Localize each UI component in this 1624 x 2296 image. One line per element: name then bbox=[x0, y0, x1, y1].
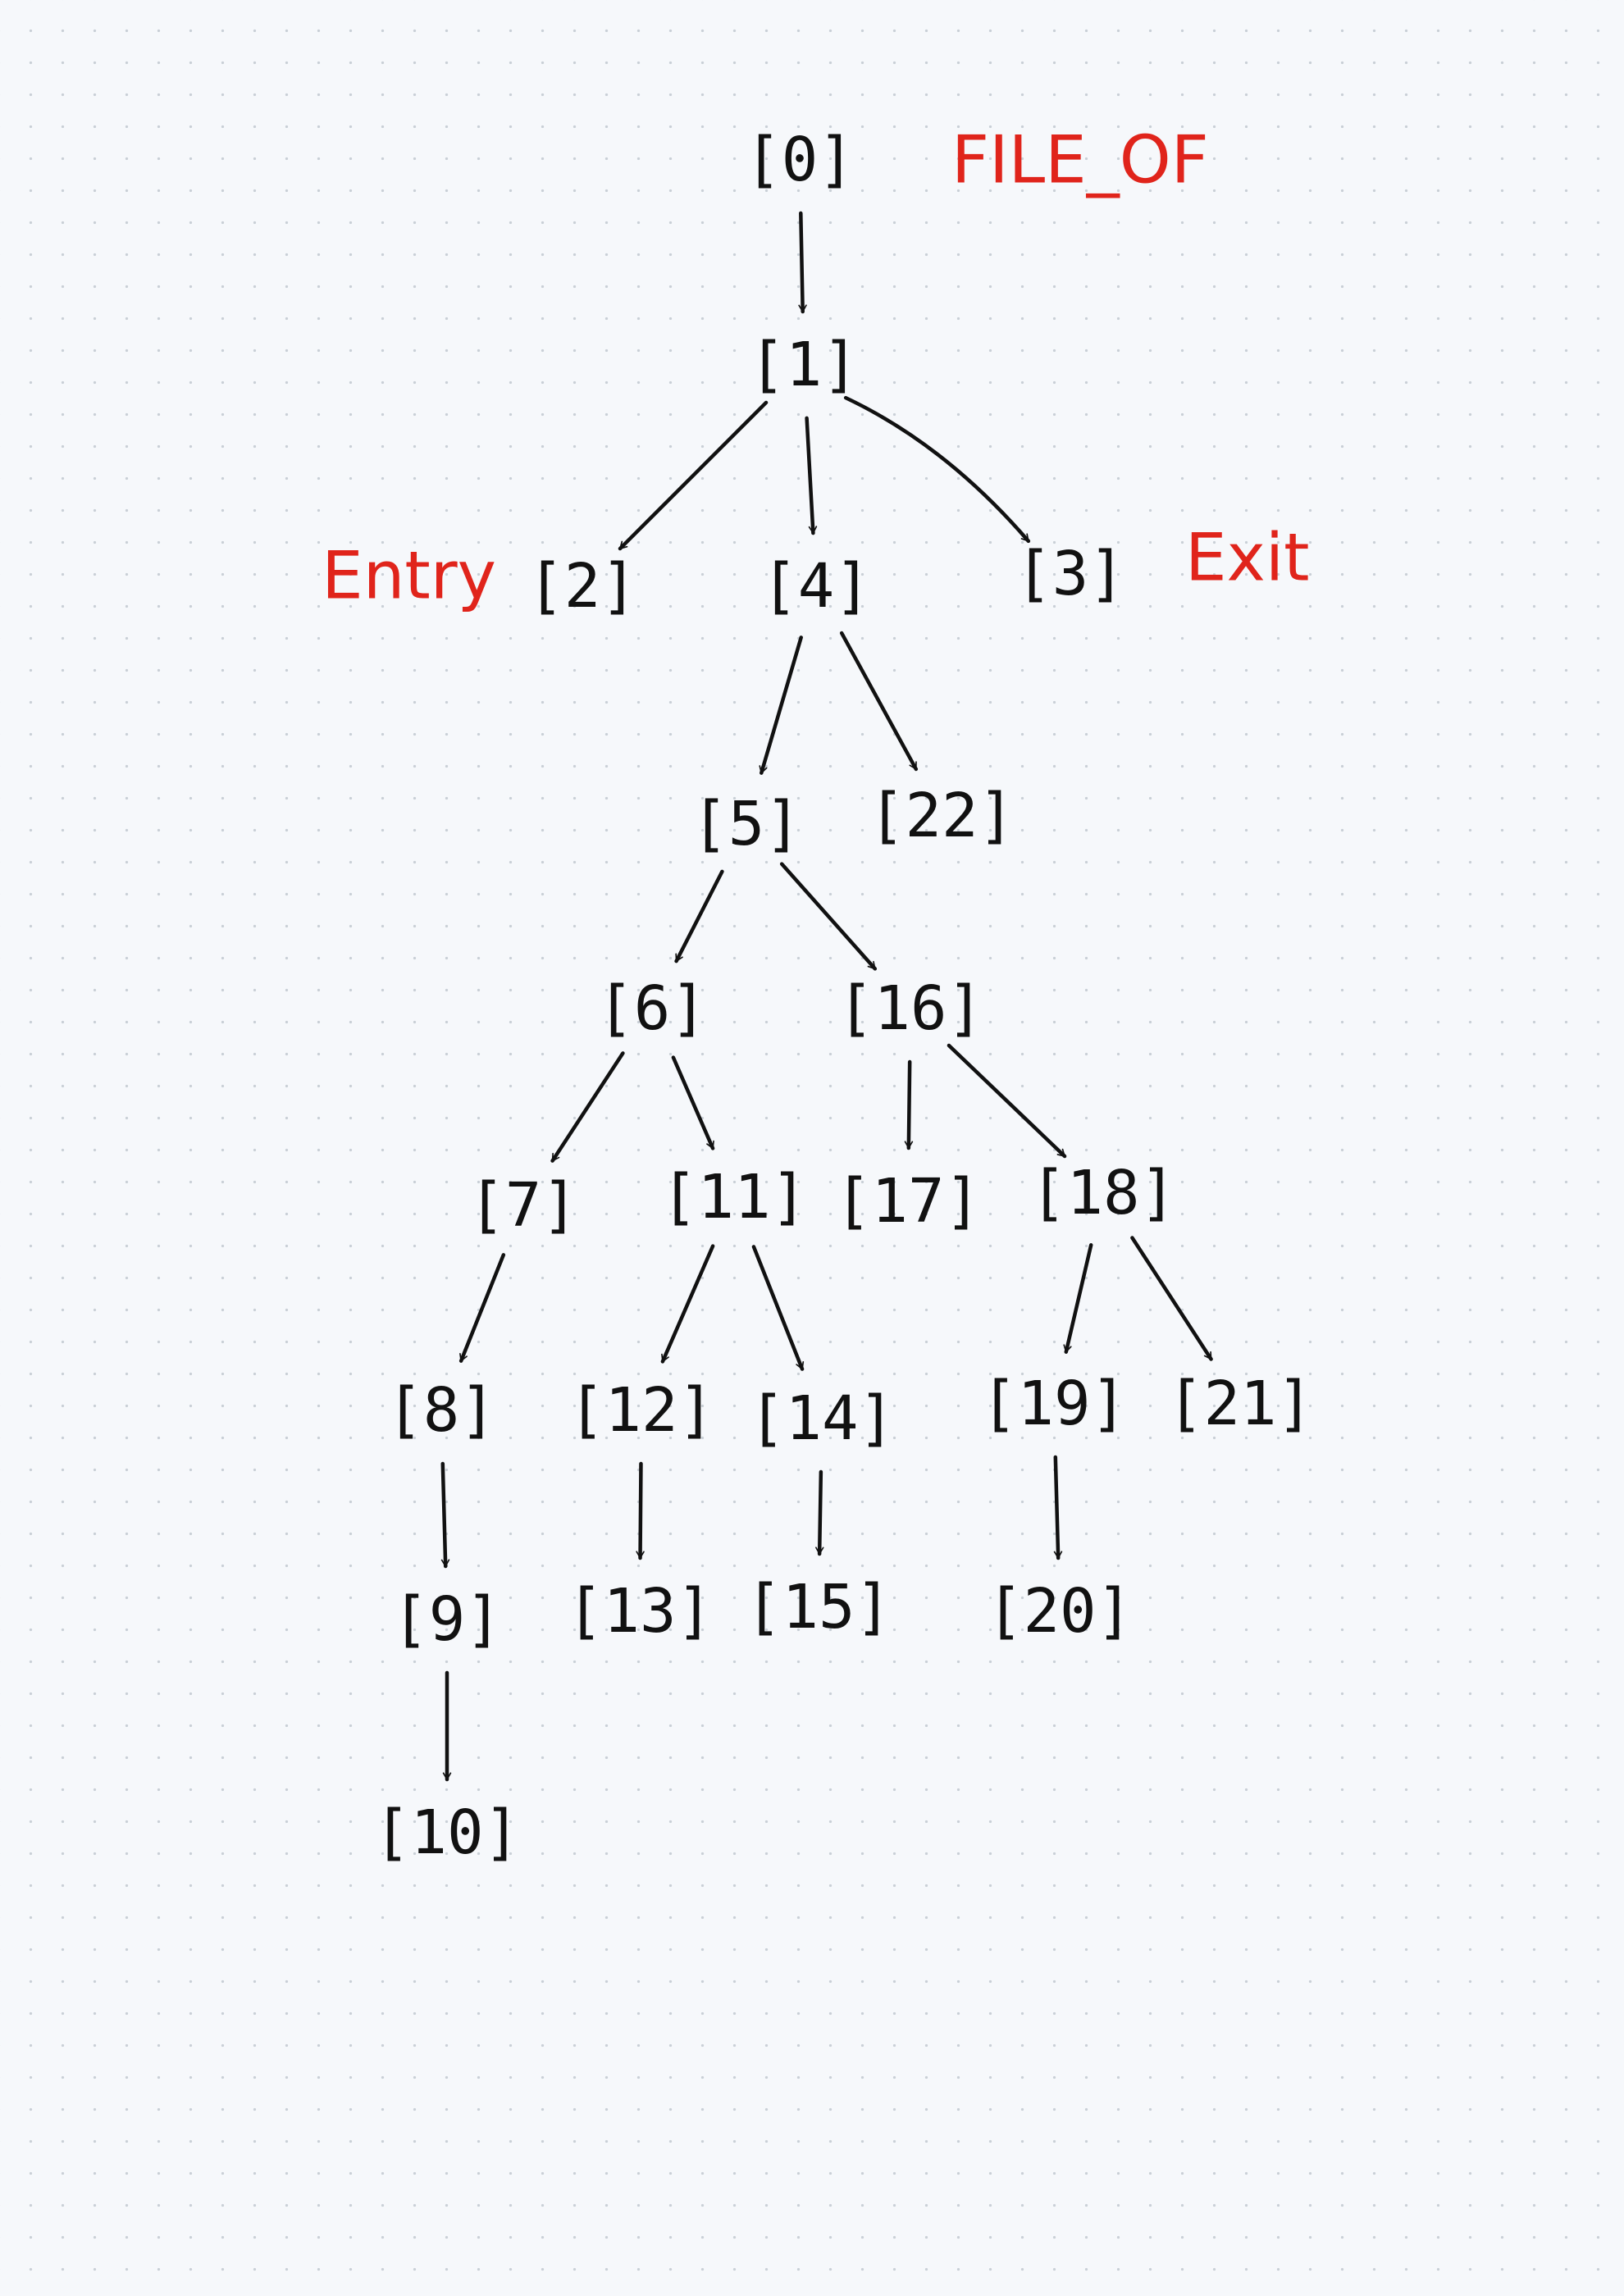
edge-5-to-6 bbox=[674, 869, 724, 963]
edge-11-to-14 bbox=[751, 1245, 805, 1371]
node-7: [7] bbox=[468, 1170, 578, 1241]
edges-layer bbox=[440, 211, 1213, 1782]
nodes-layer: [0] [1] [2] [3] [4] [5] [6] [7] [8] [9] [10] [11] [1… bbox=[374, 125, 1313, 1868]
node-19: [19] bbox=[981, 1369, 1127, 1439]
edge-6-to-11 bbox=[671, 1055, 715, 1150]
edge-18-to-19 bbox=[1063, 1243, 1093, 1354]
node-1: [1] bbox=[749, 330, 859, 400]
edge-4-to-5 bbox=[759, 636, 803, 775]
annotation-file-of: FILE_OF bbox=[951, 122, 1209, 198]
node-12: [12] bbox=[568, 1375, 714, 1446]
node-22: [22] bbox=[869, 781, 1015, 851]
node-16: [16] bbox=[837, 973, 983, 1044]
edge-1-to-2 bbox=[618, 400, 769, 551]
edge-6-to-7 bbox=[550, 1051, 625, 1163]
edge-4-to-22 bbox=[839, 631, 919, 772]
node-8: [8] bbox=[386, 1375, 496, 1446]
edge-11-to-12 bbox=[660, 1244, 715, 1364]
node-5: [5] bbox=[691, 789, 801, 859]
edge-18-to-21 bbox=[1130, 1236, 1213, 1361]
node-10: [10] bbox=[374, 1797, 520, 1868]
node-6: [6] bbox=[597, 973, 707, 1044]
node-9: [9] bbox=[392, 1584, 502, 1655]
edge-16-to-17 bbox=[904, 1059, 914, 1150]
node-21: [21] bbox=[1167, 1369, 1313, 1439]
edge-8-to-9 bbox=[440, 1461, 450, 1569]
edge-7-to-8 bbox=[458, 1253, 506, 1363]
node-17: [17] bbox=[835, 1166, 981, 1237]
node-11: [11] bbox=[661, 1162, 807, 1232]
edge-1-to-3 bbox=[843, 395, 1031, 544]
node-3: [3] bbox=[1015, 539, 1125, 609]
node-18: [18] bbox=[1030, 1158, 1176, 1228]
node-4: [4] bbox=[761, 551, 871, 622]
node-15: [15] bbox=[746, 1572, 892, 1642]
edge-16-to-18 bbox=[947, 1043, 1067, 1159]
annotations-layer: FILE_OF Entry Exit bbox=[322, 122, 1309, 614]
node-0: [0] bbox=[745, 125, 855, 195]
annotation-exit: Exit bbox=[1185, 520, 1309, 596]
node-20: [20] bbox=[987, 1576, 1133, 1647]
edge-1-to-4 bbox=[805, 416, 818, 535]
edge-19-to-20 bbox=[1053, 1455, 1063, 1560]
node-2: [2] bbox=[527, 551, 637, 622]
annotation-entry: Entry bbox=[322, 538, 496, 614]
edge-5-to-16 bbox=[779, 862, 878, 971]
node-13: [13] bbox=[567, 1576, 713, 1647]
node-14: [14] bbox=[749, 1383, 895, 1454]
edge-0-to-1 bbox=[798, 211, 807, 314]
edge-14-to-15 bbox=[815, 1469, 824, 1556]
